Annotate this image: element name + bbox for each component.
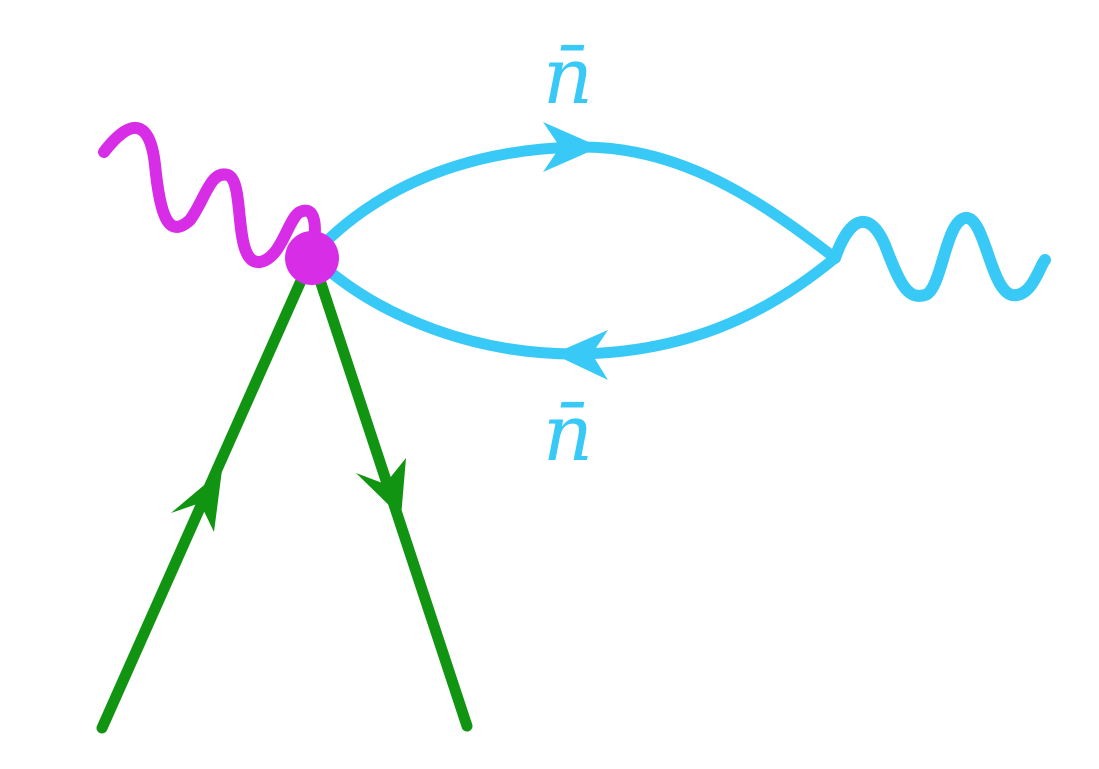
lower-arrow-icon — [553, 330, 608, 380]
loop-lower-arc — [306, 250, 841, 360]
right-wavy-line-icon — [829, 212, 1051, 302]
loop-upper-arc — [306, 141, 841, 264]
fermion-right-arrow-icon — [356, 458, 406, 517]
fermion-left-arrow-icon — [171, 470, 222, 532]
label-bottom-n-bar: n̄ — [543, 389, 593, 479]
upper-arrow-icon — [543, 122, 600, 172]
label-top-n-bar: n̄ — [543, 32, 593, 122]
left-wavy-line-icon — [98, 122, 321, 268]
vertex-dot-icon — [285, 231, 339, 285]
